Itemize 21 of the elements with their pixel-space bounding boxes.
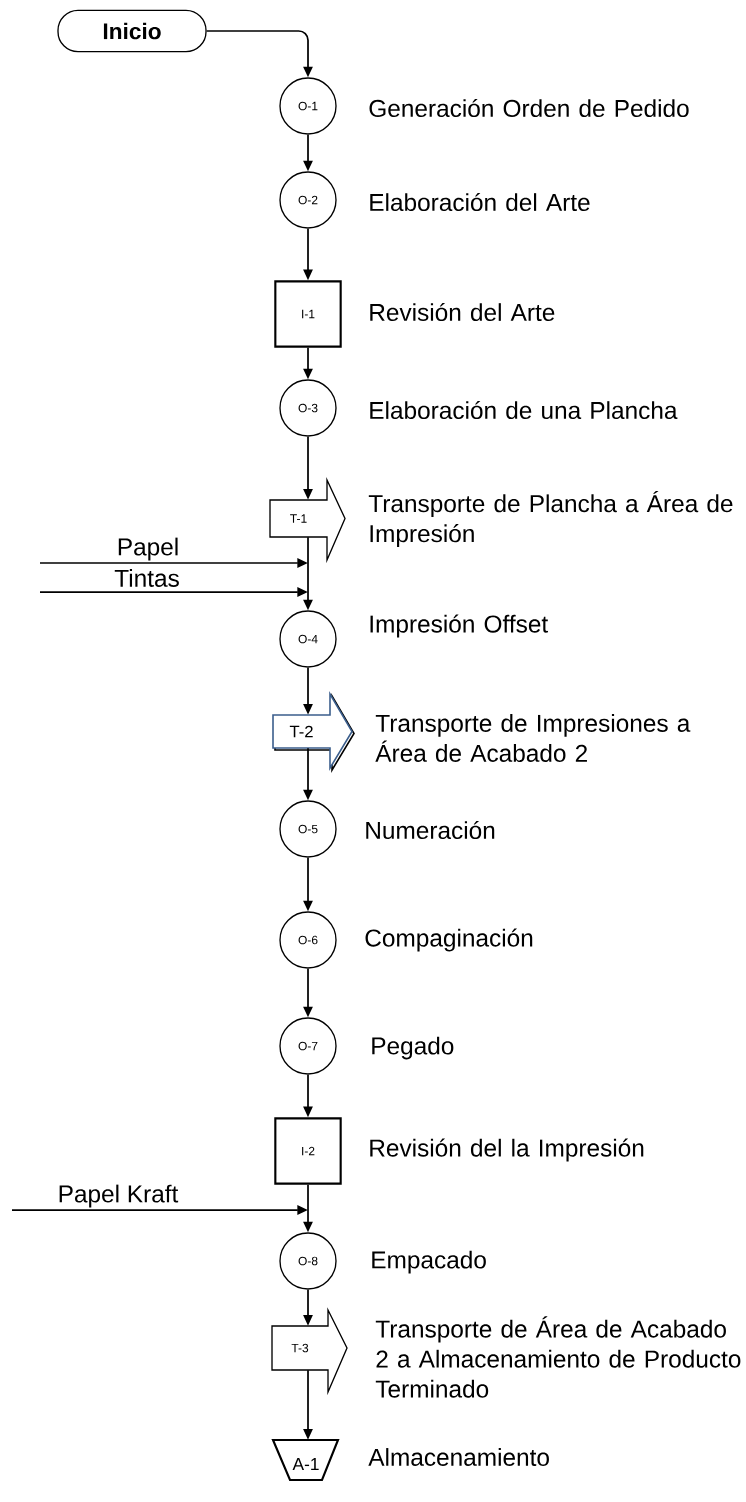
step-description: Empacado [372, 1250, 486, 1274]
step-description: Impresión Offset [370, 614, 548, 638]
step-description: Transporte de Plancha a Área de Impresión [368, 490, 733, 548]
storage-triangle: A-1 [271, 1438, 340, 1482]
step-description: Pegado [372, 1036, 454, 1060]
step-description: Revisión del Arte [370, 302, 555, 322]
step-description: Elaboración del Arte [370, 192, 590, 212]
step-description: Transporte de Área de Acabado 2 a Almacenamiento de Producto Terminado [375, 1316, 741, 1398]
edge-label: Tintas [114, 569, 179, 587]
inspection-square: I-2 [274, 1117, 342, 1185]
step-description: Almacenamiento [368, 1448, 549, 1466]
terminal-box: Inicio [57, 9, 207, 53]
step-description: Revisión del la Impresión [370, 1138, 644, 1162]
edge-label: Papel [118, 537, 178, 561]
step-description: Compaginación [365, 928, 533, 952]
inspection-square: I-1 [274, 280, 342, 348]
step-description: Elaboración de una Plancha [370, 400, 678, 420]
step-description: Transporte de Impresiones a Área de Acabado 2 [375, 714, 691, 762]
step-description: Numeración [366, 820, 495, 840]
edge-label: Papel Kraft [59, 1184, 179, 1208]
step-description: Generación Orden de Pedido [369, 98, 689, 118]
